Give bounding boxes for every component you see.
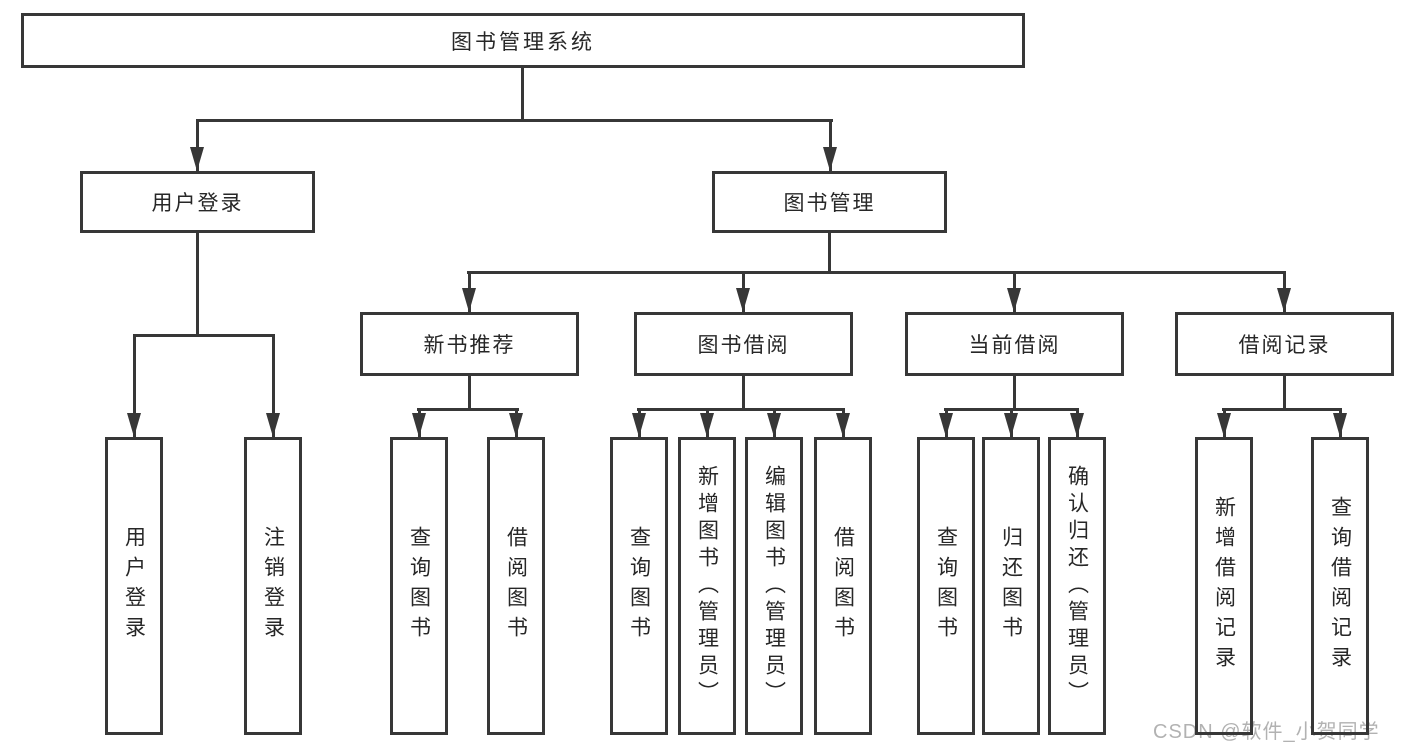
leaf-query-books-1: 查询图书 bbox=[390, 437, 448, 735]
connector-root-bar bbox=[196, 119, 833, 122]
arrow-to-leaf-confirm-return bbox=[1070, 408, 1084, 437]
arrow-to-leaf-add-record bbox=[1217, 408, 1231, 437]
arrow-to-leaf-borrow-books-1 bbox=[509, 408, 523, 437]
arrow-to-leaf-return-book bbox=[1004, 408, 1018, 437]
connector-user-login-bar bbox=[133, 334, 275, 337]
connector-user-login-stem bbox=[196, 230, 199, 337]
arrow-to-leaf-query-books-2 bbox=[632, 408, 646, 437]
arrow-to-leaf-logout bbox=[266, 334, 280, 437]
arrow-to-borrow-records bbox=[1277, 271, 1291, 312]
connector-book-borrow-stem bbox=[742, 374, 745, 411]
arrow-to-leaf-query-books-1 bbox=[412, 408, 426, 437]
leaf-edit-book-label: 编辑图书（管理员） bbox=[762, 464, 786, 708]
connector-current-borrow-stem bbox=[1013, 374, 1016, 411]
leaf-logout: 注销登录 bbox=[244, 437, 302, 735]
node-user-login-label: 用户登录 bbox=[151, 192, 244, 215]
leaf-query-books-3: 查询图书 bbox=[917, 437, 975, 735]
node-borrow-records-label: 借阅记录 bbox=[1238, 334, 1331, 357]
node-new-book-recommend: 新书推荐 bbox=[360, 312, 579, 376]
leaf-borrow-books-2: 借阅图书 bbox=[814, 437, 872, 735]
arrow-to-leaf-query-books-3 bbox=[939, 408, 953, 437]
leaf-return-book: 归还图书 bbox=[982, 437, 1040, 735]
csdn-watermark: CSDN @软件_小贺同学 bbox=[1153, 721, 1380, 743]
leaf-query-books-3-label: 查询图书 bbox=[934, 526, 958, 646]
node-book-borrow-label: 图书借阅 bbox=[697, 334, 790, 357]
leaf-query-books-1-label: 查询图书 bbox=[407, 526, 431, 646]
leaf-user-login: 用户登录 bbox=[105, 437, 163, 735]
arrow-to-leaf-borrow-books-2 bbox=[836, 408, 850, 437]
node-current-borrow-label: 当前借阅 bbox=[968, 334, 1061, 357]
arrow-to-book-borrow bbox=[736, 271, 750, 312]
node-user-login: 用户登录 bbox=[80, 171, 315, 233]
leaf-add-record-label: 新增借阅记录 bbox=[1212, 496, 1236, 676]
leaf-return-book-label: 归还图书 bbox=[999, 526, 1023, 646]
arrow-to-book-management bbox=[823, 120, 837, 171]
connector-root-stem bbox=[521, 68, 524, 121]
leaf-add-book-label: 新增图书（管理员） bbox=[695, 464, 719, 708]
arrow-to-current-borrow bbox=[1007, 271, 1021, 312]
arrow-to-leaf-user-login bbox=[127, 334, 141, 437]
connector-book-management-stem bbox=[828, 230, 831, 274]
node-root: 图书管理系统 bbox=[21, 13, 1025, 68]
leaf-edit-book: 编辑图书（管理员） bbox=[745, 437, 803, 735]
leaf-borrow-books-1-label: 借阅图书 bbox=[504, 526, 528, 646]
leaf-borrow-books-1: 借阅图书 bbox=[487, 437, 545, 735]
node-borrow-records: 借阅记录 bbox=[1175, 312, 1394, 376]
arrow-to-leaf-query-record bbox=[1333, 408, 1347, 437]
connector-new-book-stem bbox=[468, 374, 471, 411]
node-book-management: 图书管理 bbox=[712, 171, 947, 233]
node-root-label: 图书管理系统 bbox=[451, 30, 595, 54]
leaf-confirm-return: 确认归还（管理员） bbox=[1048, 437, 1106, 735]
node-book-borrow: 图书借阅 bbox=[634, 312, 853, 376]
leaf-user-login-label: 用户登录 bbox=[122, 526, 146, 646]
connector-book-management-bar bbox=[467, 271, 1286, 274]
node-new-book-recommend-label: 新书推荐 bbox=[423, 334, 516, 357]
connector-book-borrow-bar bbox=[637, 408, 845, 411]
leaf-add-record: 新增借阅记录 bbox=[1195, 437, 1253, 735]
leaf-query-books-2: 查询图书 bbox=[610, 437, 668, 735]
leaf-confirm-return-label: 确认归还（管理员） bbox=[1065, 464, 1089, 708]
leaf-add-book: 新增图书（管理员） bbox=[678, 437, 736, 735]
node-current-borrow: 当前借阅 bbox=[905, 312, 1124, 376]
connector-borrow-records-bar bbox=[1222, 408, 1342, 411]
arrow-to-leaf-edit-book bbox=[767, 408, 781, 437]
connector-borrow-records-stem bbox=[1283, 374, 1286, 411]
node-book-management-label: 图书管理 bbox=[783, 192, 876, 215]
arrow-to-new-book bbox=[462, 271, 476, 312]
arrow-to-leaf-add-book bbox=[700, 408, 714, 437]
leaf-borrow-books-2-label: 借阅图书 bbox=[831, 526, 855, 646]
arrow-to-user-login bbox=[190, 120, 204, 171]
connector-new-book-bar bbox=[417, 408, 519, 411]
leaf-query-record-label: 查询借阅记录 bbox=[1328, 496, 1352, 676]
leaf-query-books-2-label: 查询图书 bbox=[627, 526, 651, 646]
leaf-logout-label: 注销登录 bbox=[261, 526, 285, 646]
leaf-query-record: 查询借阅记录 bbox=[1311, 437, 1369, 735]
